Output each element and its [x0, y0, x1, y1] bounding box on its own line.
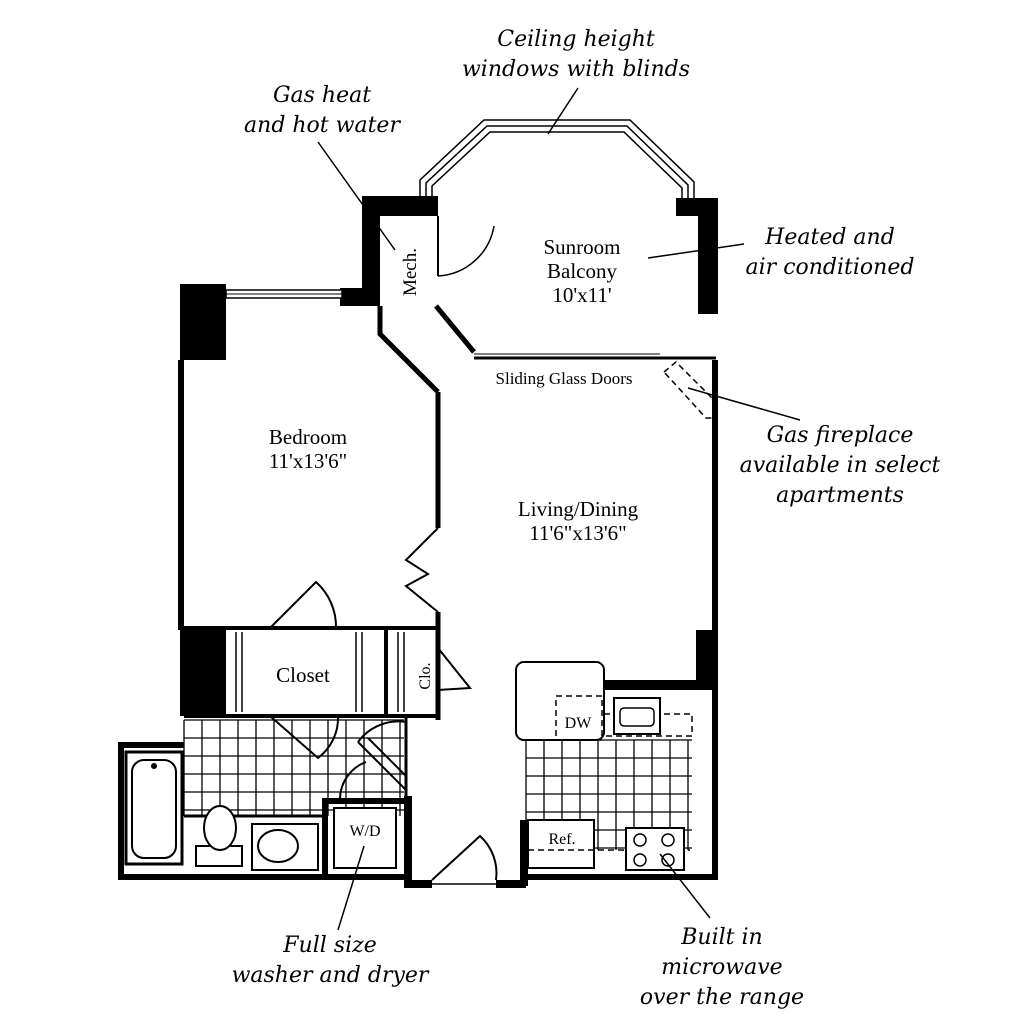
- kitchen-bottom-wall: [520, 874, 718, 880]
- bathtub-basin: [131, 759, 177, 859]
- living-right-wall: [712, 360, 718, 632]
- annotation-gas-heat-line2: and hot water: [244, 113, 401, 138]
- dw-label: DW: [565, 715, 593, 732]
- annotation-gas-heat-line1: Gas heat: [273, 83, 371, 108]
- washer-dryer-box: [333, 807, 397, 869]
- annotation-washer-line1: Full size: [282, 933, 376, 958]
- bay-window: [419, 119, 695, 198]
- leader-windows: [547, 87, 579, 135]
- bedroom-door-swing: [269, 580, 338, 629]
- mech-label: Mech.: [400, 248, 421, 296]
- kitchen-sink-basin: [619, 707, 655, 727]
- leader-heated: [647, 243, 745, 259]
- entry-door: [431, 834, 498, 881]
- sliding-doors-label: Sliding Glass Doors: [496, 369, 633, 388]
- mech-top-wall: [362, 196, 438, 216]
- clo-door: [437, 647, 472, 691]
- doors: [269, 216, 498, 885]
- ref-label: Ref.: [548, 831, 575, 848]
- interior-walls: [184, 289, 716, 818]
- bath-left-wall: [118, 742, 124, 880]
- leader-gas-heat: [317, 141, 396, 251]
- bay-window-mid: [425, 125, 689, 198]
- kitchen-right-wall: [712, 680, 718, 880]
- burner-1: [633, 833, 647, 847]
- annotation-microwave-line2: microwave: [661, 955, 782, 980]
- burner-4: [661, 853, 675, 867]
- kitchen-fixtures: [515, 661, 693, 871]
- bath-bottom-wall: [118, 874, 408, 880]
- leader-washer: [337, 845, 365, 931]
- closet-door-swing: [269, 715, 340, 760]
- leader-microwave: [659, 853, 711, 919]
- bedroom-bifold-door: [404, 527, 439, 613]
- burner-2: [661, 833, 675, 847]
- entry-right-stub: [496, 880, 526, 888]
- annotation-fireplace-line2: available in select: [740, 453, 941, 478]
- sunroom-label-line2: Balcony: [547, 259, 617, 283]
- mech-diagonal-wall: [377, 306, 440, 394]
- bay-window-inner: [431, 131, 683, 198]
- annotation-fireplace-line3: apartments: [776, 483, 904, 508]
- closet-label: Closet: [276, 663, 330, 687]
- bedroom-bottom-pier: [180, 628, 226, 716]
- walls: [118, 196, 718, 888]
- bedroom-corner-pier: [180, 284, 226, 360]
- mech-inner-wall: [434, 304, 476, 354]
- wd-label: W/D: [349, 823, 380, 840]
- entry-right-wall: [520, 820, 528, 886]
- annotation-microwave-line1: Built in: [680, 925, 762, 950]
- annotation-washer-line2: washer and dryer: [232, 963, 430, 988]
- bedroom-label: Bedroom: [269, 425, 347, 449]
- bedroom-top-wall: [340, 288, 380, 306]
- bath-top-wall: [118, 742, 184, 748]
- sunroom-size: 10'x11': [552, 283, 611, 307]
- dishwasher: [555, 695, 603, 741]
- entry-left-stub: [404, 880, 432, 888]
- fireplace-outline: [662, 360, 715, 419]
- bath-fixtures: [124, 750, 319, 871]
- fireplace: [662, 360, 715, 419]
- annotation-microwave-line3: over the range: [640, 985, 804, 1010]
- toilet-bowl: [203, 805, 237, 851]
- burner-3: [633, 853, 647, 867]
- living-label: Living/Dining: [518, 497, 639, 521]
- living-size: 11'6"x13'6": [529, 521, 626, 545]
- leader-fireplace: [687, 387, 801, 421]
- wd-door-swing: [339, 761, 367, 799]
- mech-door-swing: [437, 225, 495, 277]
- wd-left-wall: [322, 798, 328, 878]
- sunroom-label-line1: Sunroom: [543, 235, 620, 259]
- entry-left-wall: [404, 796, 412, 886]
- bedroom-left-wall: [178, 360, 184, 630]
- refrigerator: [527, 819, 595, 869]
- bedroom-size: 11'x13'6": [269, 449, 347, 473]
- clo-label: Clo.: [417, 662, 434, 689]
- annotation-windows-line1: Ceiling height: [497, 27, 655, 52]
- annotation-fireplace-line1: Gas fireplace: [767, 423, 914, 448]
- annotation-heated-line1: Heated and: [764, 225, 895, 250]
- annotation-heated-line2: air conditioned: [746, 255, 915, 280]
- kitchen-corner-pier: [696, 630, 718, 686]
- leader-lines: [317, 87, 801, 931]
- kitchen-top-wall: [604, 680, 718, 690]
- tub-drain: [151, 763, 157, 769]
- sink: [257, 829, 299, 863]
- sunroom-right-wall: [698, 198, 718, 314]
- annotation-windows-line2: windows with blinds: [462, 57, 690, 82]
